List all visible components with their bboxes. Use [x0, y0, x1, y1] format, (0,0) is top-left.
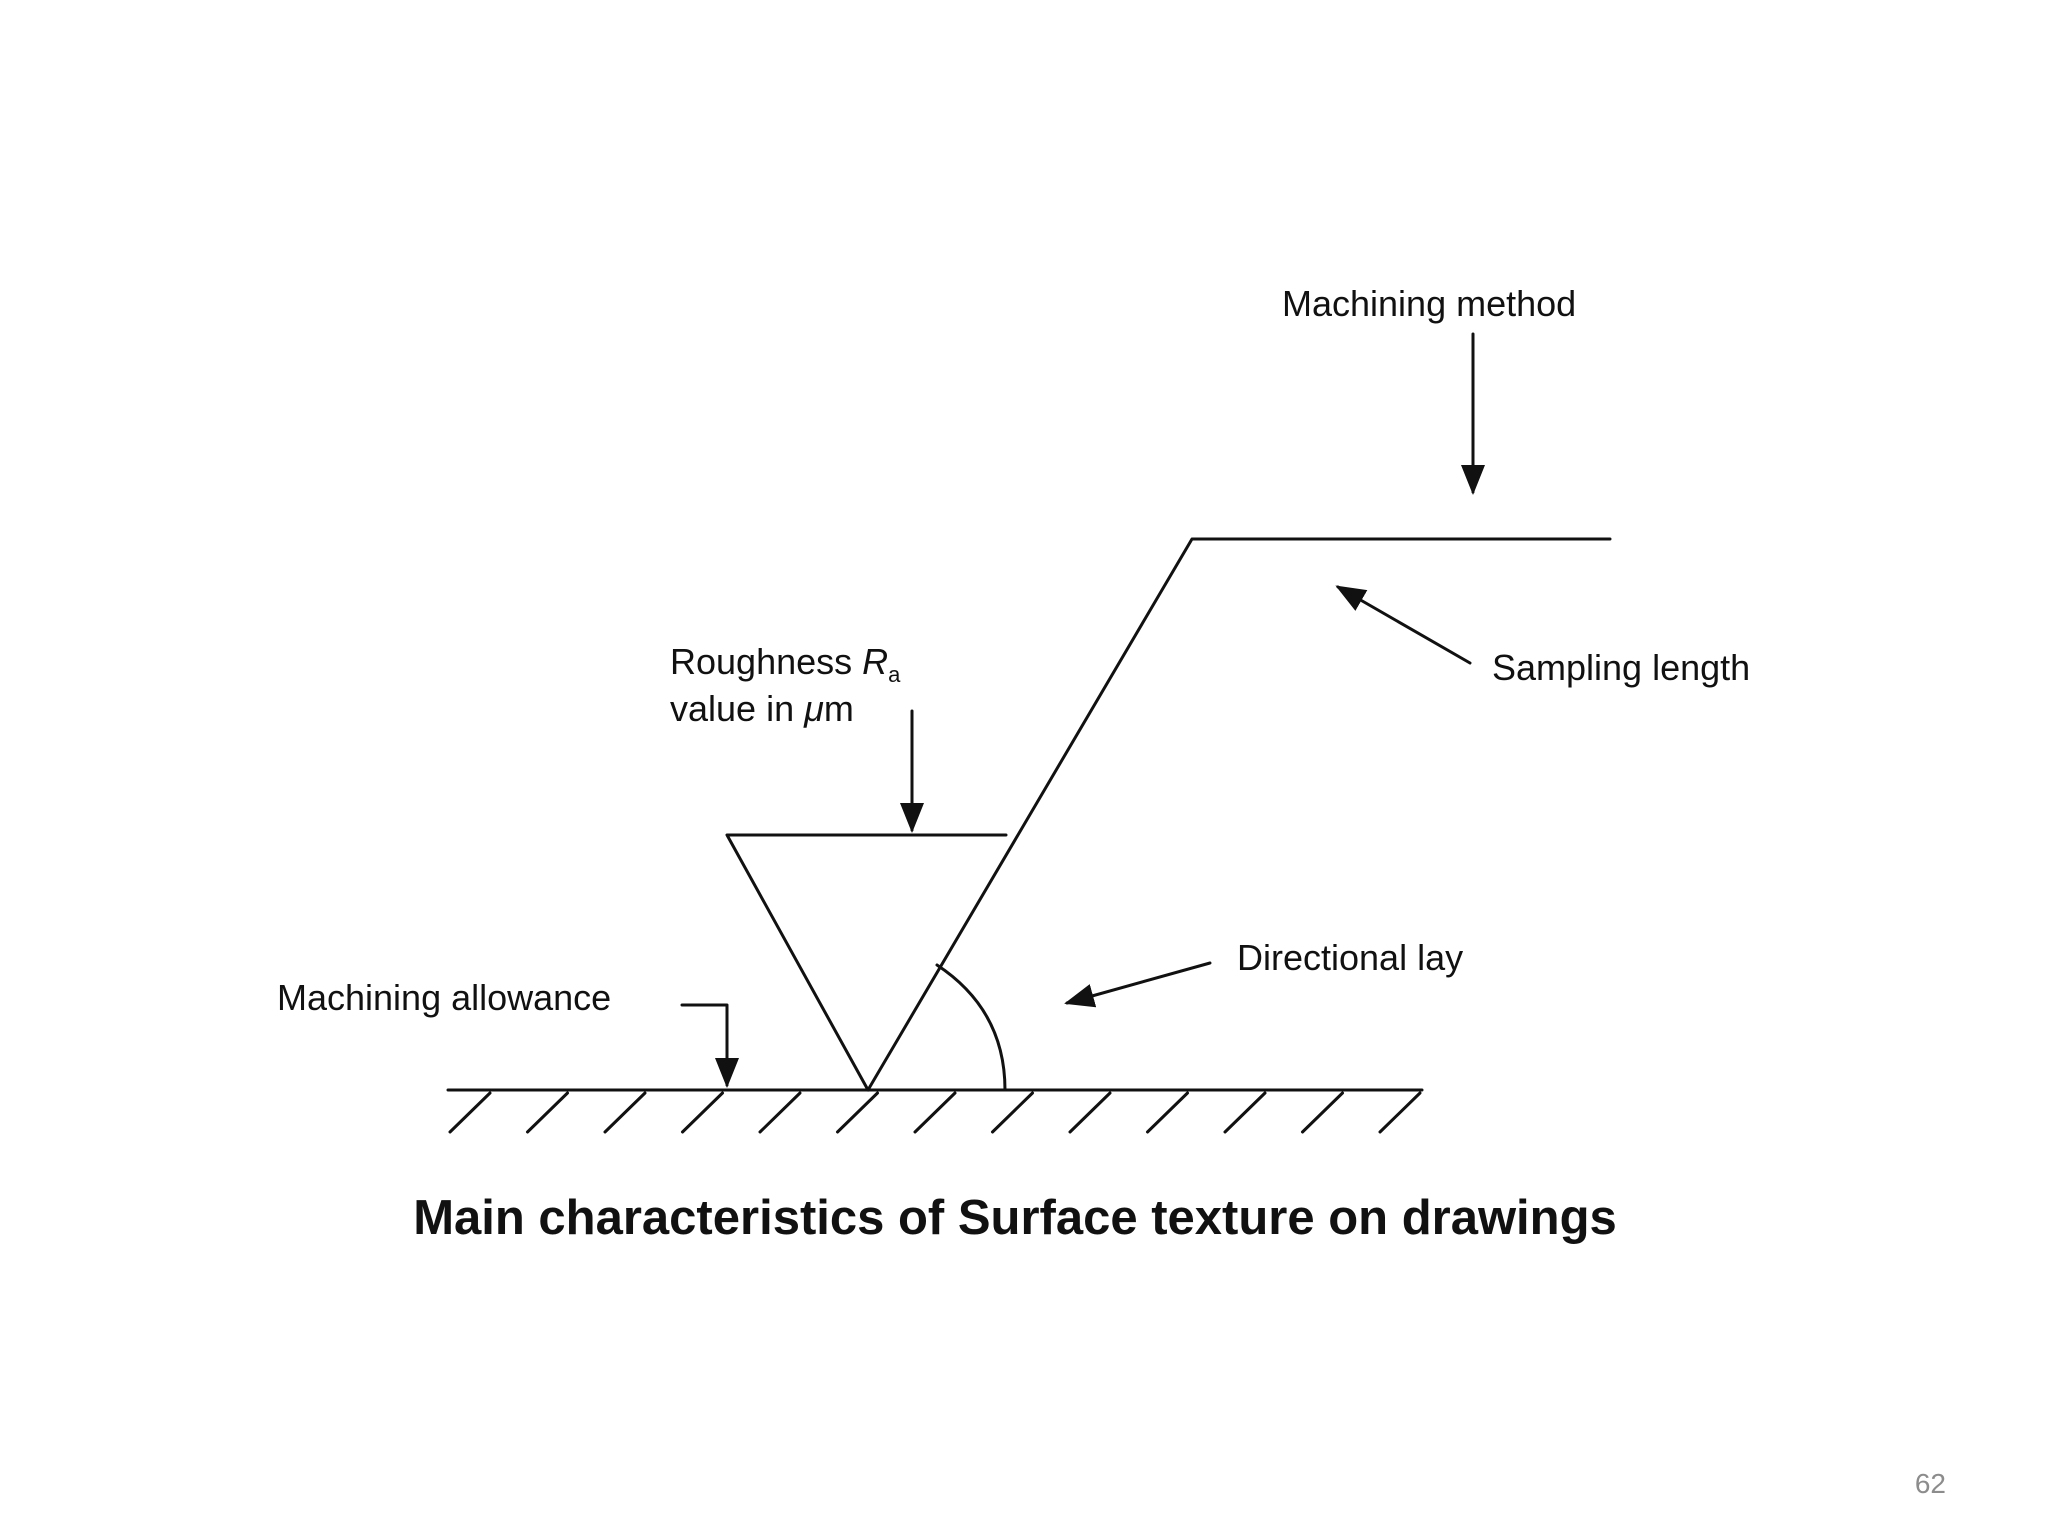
roughness-prefix: Roughness	[670, 641, 862, 682]
hatch-mark	[526, 1091, 569, 1134]
machining-allowance-label: Machining allowance	[277, 977, 611, 1018]
hatch-mark	[1146, 1091, 1189, 1134]
roughness-subscript: a	[888, 662, 901, 687]
hatch-mark	[991, 1091, 1034, 1134]
directional-lay-arc	[935, 963, 1007, 1092]
sampling-length-arrow	[1335, 585, 1472, 665]
hatch-mark	[1301, 1091, 1344, 1134]
hatch-mark	[758, 1091, 802, 1134]
roughness-value-prefix: value in	[670, 688, 804, 729]
roughness-symbol: R	[862, 641, 888, 682]
symbol-short-leg	[725, 833, 1008, 1092]
page-number: 62	[1915, 1468, 1946, 1499]
directional-lay-label: Directional lay	[1237, 937, 1463, 978]
roughness-label-line2: value in μm	[670, 688, 854, 729]
surface-hatching	[448, 1091, 1422, 1134]
symbol-long-leg	[866, 537, 1612, 1092]
hatch-mark	[1068, 1091, 1112, 1134]
directional-lay-arrow	[1064, 961, 1212, 1008]
roughness-label-line1: Roughness Ra	[670, 641, 901, 687]
hatch-mark	[681, 1091, 724, 1134]
hatch-mark	[1223, 1091, 1267, 1134]
hatch-mark	[913, 1091, 957, 1134]
machining-method-label: Machining method	[1282, 283, 1576, 324]
sampling-length-label: Sampling length	[1492, 647, 1750, 688]
hatch-mark	[603, 1091, 647, 1134]
roughness-mu: μ	[803, 688, 824, 729]
figure-caption: Main characteristics of Surface texture …	[413, 1191, 1617, 1245]
hatch-mark	[1378, 1091, 1422, 1134]
hatch-mark	[448, 1091, 492, 1134]
roughness-unit: m	[824, 688, 854, 729]
machining-allowance-arrow	[680, 1003, 739, 1088]
hatch-mark	[836, 1091, 879, 1134]
